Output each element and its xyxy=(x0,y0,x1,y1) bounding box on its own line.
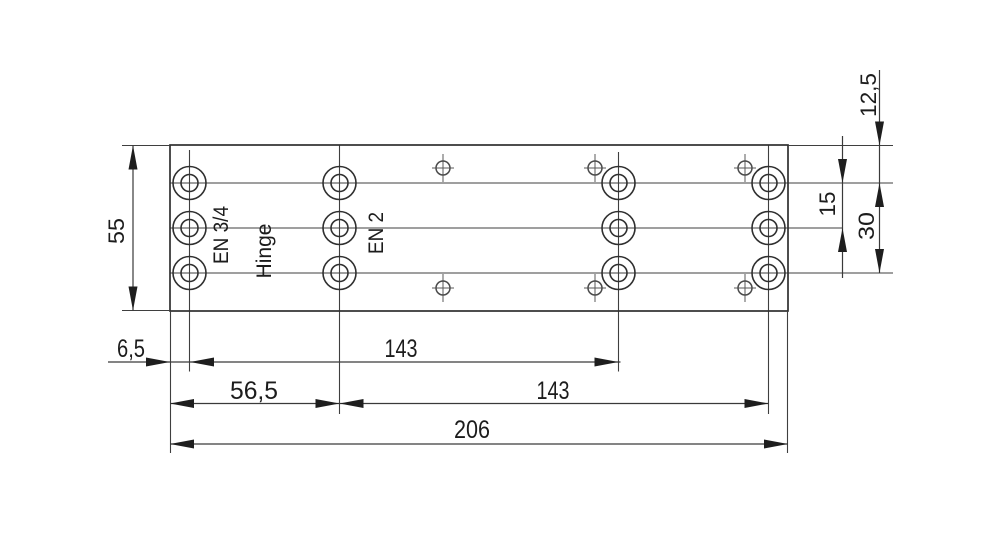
dimension-6-5: 6,5 xyxy=(108,335,621,367)
arrow-left-icon xyxy=(170,439,194,449)
arrow-down-icon xyxy=(875,121,884,146)
arrow-down-icon xyxy=(875,249,884,273)
dim-30-label: 30 xyxy=(854,212,879,240)
dimension-30: 30 xyxy=(854,183,884,273)
dim-143-top-label: 143 xyxy=(385,335,418,363)
arrow-right-icon xyxy=(744,399,769,408)
label-en-3-4: EN 3/4 xyxy=(210,206,233,264)
center-lines xyxy=(170,145,893,414)
label-hinge: Hinge xyxy=(253,224,276,279)
dim-143-bottom-label: 143 xyxy=(537,377,570,405)
arrow-up-icon xyxy=(838,228,847,252)
dimension-56-5: 56,5 xyxy=(170,377,769,408)
dim-55-label: 55 xyxy=(104,218,129,244)
dim-206-label: 206 xyxy=(454,416,490,444)
label-en-2: EN 2 xyxy=(365,212,388,254)
arrow-down-icon xyxy=(128,286,138,311)
dimension-143-bottom: 143 xyxy=(339,377,769,408)
dimension-206: 206 xyxy=(170,416,788,449)
arrow-left-icon xyxy=(170,399,194,408)
dimension-12-5: 12,5 xyxy=(856,70,884,273)
dimension-55: 55 xyxy=(104,145,138,311)
arrow-left-icon xyxy=(190,357,214,367)
position-labels: EN 3/4 Hinge EN 2 xyxy=(210,206,388,279)
dim-56-5-label: 56,5 xyxy=(230,377,278,405)
plate-outline xyxy=(169,144,789,312)
arrow-up-icon xyxy=(128,145,138,170)
dimension-15: 15 xyxy=(815,136,847,278)
dimension-143-top: 143 xyxy=(385,335,619,367)
arrow-down-icon xyxy=(838,159,847,183)
arrow-left-icon xyxy=(339,399,364,408)
arrow-right-icon xyxy=(315,399,340,408)
arrow-right-icon xyxy=(146,357,170,367)
dim-15-label: 15 xyxy=(815,192,840,217)
arrow-right-icon xyxy=(594,357,619,367)
dim-12-5-label: 12,5 xyxy=(856,73,881,117)
dim-6-5-label: 6,5 xyxy=(117,335,145,363)
arrow-right-icon xyxy=(764,439,788,449)
extension-lines xyxy=(122,144,893,453)
arrow-up-icon xyxy=(875,183,884,207)
